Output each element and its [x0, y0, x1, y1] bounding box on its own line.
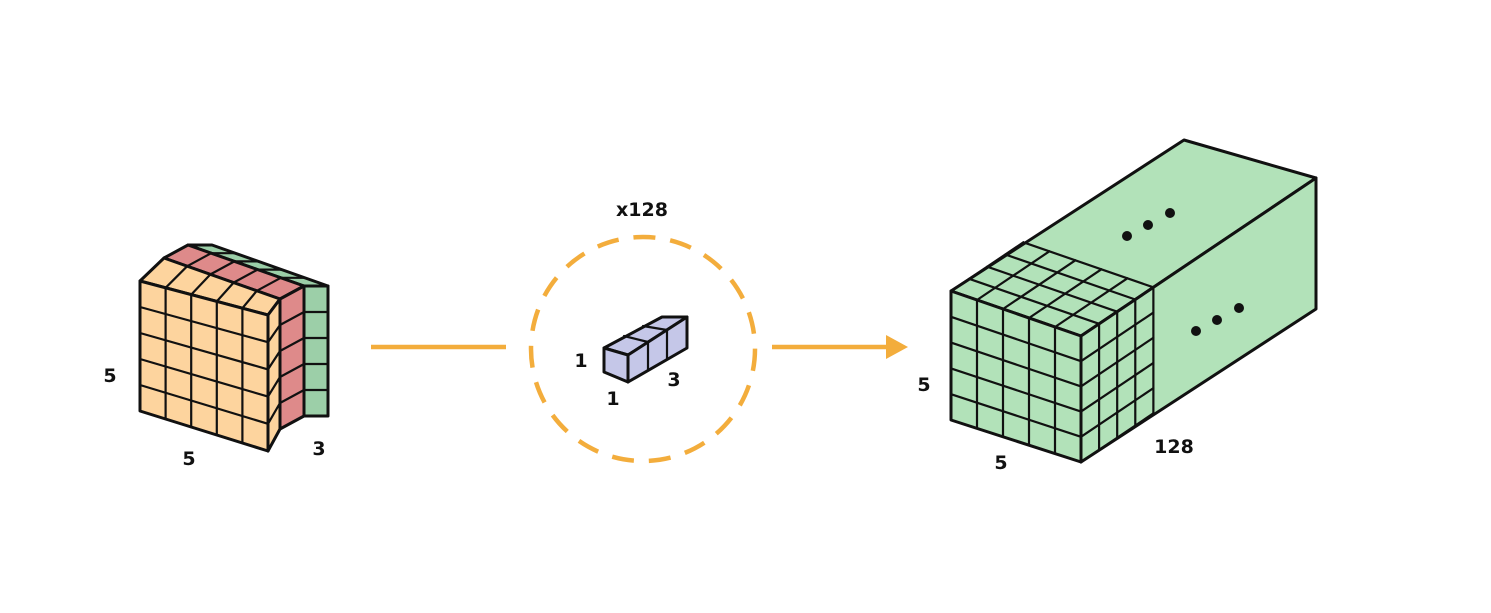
input-front-grid-line	[138, 383, 270, 425]
input-top-grid-line	[164, 265, 189, 289]
input-slice-2-side	[278, 284, 306, 431]
ellipsis-top-icon	[1122, 208, 1175, 241]
input-side-grid-line	[266, 401, 282, 425]
ellipsis-side-icon	[1191, 303, 1244, 336]
kernel-group	[528, 234, 758, 464]
input-front-grid-line	[138, 305, 270, 344]
output-arrow	[772, 335, 908, 359]
input-side-grid-line	[266, 349, 282, 371]
kernel-prism	[602, 315, 689, 384]
output-front-grid-line	[949, 315, 1083, 363]
kernel-front	[602, 346, 630, 384]
output-top-grid-line	[1004, 253, 1137, 301]
kernel-dashed-circle	[528, 234, 758, 464]
input-top-grid-line	[255, 276, 282, 292]
input-top-grid-line	[241, 289, 258, 310]
input-side-grid-line	[278, 388, 306, 405]
output-grid-lines	[949, 241, 1155, 464]
output-top-grid-line	[1022, 241, 1155, 289]
input-top-grid-line	[209, 260, 236, 276]
kernel-count-label: x128	[616, 199, 668, 221]
input-top-grid-line	[190, 273, 212, 296]
output-depth-label: 128	[1154, 436, 1194, 458]
input-front-grid-line	[138, 331, 270, 371]
input-height-label: 5	[103, 365, 116, 387]
input-side-grid-line	[278, 336, 306, 353]
kernel-divider	[641, 324, 669, 332]
input-slice-1-side	[266, 297, 282, 453]
input-slice-1-front	[138, 279, 270, 453]
input-top-grid-line	[186, 252, 213, 268]
input-grid-lines	[138, 252, 330, 445]
input-slice-1	[138, 256, 282, 453]
input-depth-label: 3	[312, 438, 325, 460]
output-width-label: 5	[994, 452, 1007, 474]
output-front-grid-line	[949, 367, 1083, 413]
output-front-grid-line	[949, 393, 1083, 438]
arrow-head	[886, 335, 908, 359]
input-cube	[138, 243, 330, 453]
input-width-label: 5	[182, 448, 195, 470]
input-side-grid-line	[266, 375, 282, 398]
output-top-grid-line	[967, 277, 1101, 325]
input-side-grid-line	[278, 310, 306, 327]
input-side-grid-line	[266, 323, 282, 344]
output-height-label: 5	[917, 374, 930, 396]
output-front-grid-line	[949, 341, 1083, 388]
kernel-height-label: 1	[574, 350, 587, 372]
input-slice-3-side	[302, 284, 330, 418]
input-top-grid-line	[215, 281, 235, 303]
input-top-grid-line	[232, 268, 259, 284]
kernel-divider	[622, 334, 650, 344]
input-front-grid-line	[138, 357, 270, 398]
input-side-grid-line	[278, 362, 306, 379]
kernel-width-label: 1	[606, 388, 619, 410]
kernel-depth-label: 3	[667, 369, 680, 391]
output-block	[949, 138, 1318, 464]
output-top-grid-line	[986, 265, 1119, 313]
